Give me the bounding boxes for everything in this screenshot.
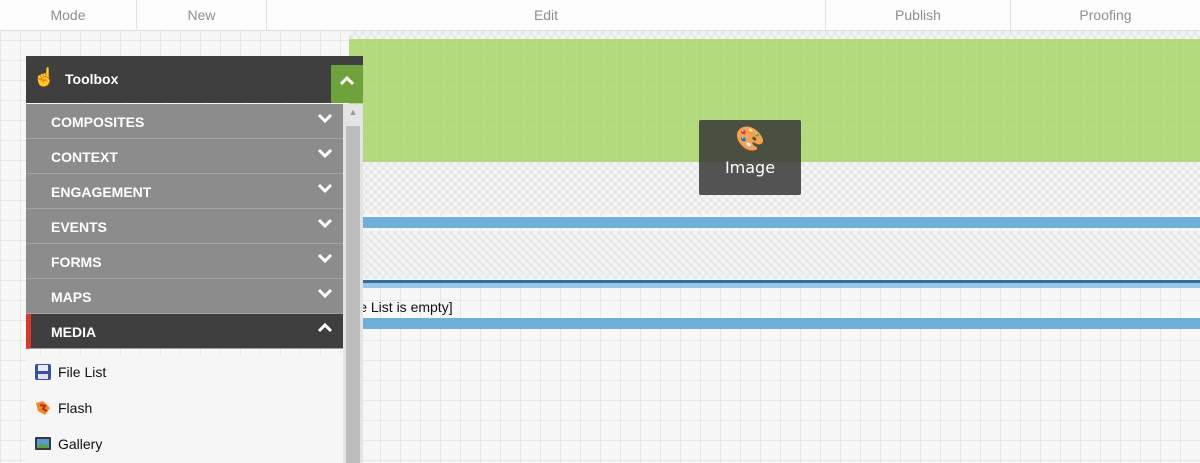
- gallery-icon: [35, 437, 51, 450]
- item-label: Gallery: [58, 436, 103, 452]
- placeholder-bar[interactable]: [363, 318, 1200, 329]
- insertion-line-shadow: [363, 283, 1200, 288]
- tab-new[interactable]: New: [137, 0, 267, 30]
- toolbox-item-gallery[interactable]: Gallery: [26, 427, 343, 463]
- chevron-down-icon: [317, 251, 333, 269]
- drag-tile-label: Image: [724, 158, 776, 177]
- category-label: MEDIA: [51, 324, 97, 340]
- tab-proofing[interactable]: Proofing: [1079, 7, 1132, 23]
- insertion-line: [363, 280, 1200, 283]
- category-maps[interactable]: MAPS: [26, 279, 343, 314]
- category-events[interactable]: EVENTS: [26, 209, 343, 244]
- item-label: File List: [58, 364, 107, 380]
- hand-pointer-icon: ☝: [33, 67, 56, 87]
- category-label: EVENTS: [51, 219, 108, 235]
- category-label: ENGAGEMENT: [51, 184, 152, 200]
- placeholder-area-top: [349, 31, 1200, 39]
- placeholder-area[interactable]: [349, 231, 1200, 279]
- toolbox-scrollbar[interactable]: ▲: [343, 104, 363, 463]
- chevron-up-icon: [339, 75, 355, 86]
- toolbox-panel: ☝ Toolbox COMPOSITES CONTEXT ENGAGEMENT …: [26, 56, 363, 463]
- tab-publish[interactable]: Publish: [826, 0, 1011, 30]
- toolbox-header[interactable]: ☝ Toolbox: [26, 56, 363, 103]
- chevron-down-icon: [317, 181, 333, 199]
- dragged-image-component[interactable]: 🎨 Image: [699, 120, 801, 195]
- chevron-down-icon: [317, 286, 333, 304]
- tab-edit[interactable]: Edit: [267, 0, 826, 30]
- media-items-list: File List Flash Gallery: [26, 355, 343, 463]
- category-label: MAPS: [51, 289, 92, 305]
- chevron-up-icon: [317, 321, 333, 339]
- ribbon-tabs: Mode New Edit Publish Proofing: [0, 0, 1200, 31]
- chevron-down-icon: [317, 111, 333, 129]
- page-canvas: ile List is empty] 🎨 Image: [349, 31, 1200, 463]
- chevron-down-icon: [317, 146, 333, 164]
- category-forms[interactable]: FORMS: [26, 244, 343, 279]
- category-label: COMPOSITES: [51, 114, 145, 130]
- flash-icon: [36, 401, 50, 415]
- tab-mode[interactable]: Mode: [0, 0, 137, 30]
- category-label: CONTEXT: [51, 149, 118, 165]
- category-label: FORMS: [51, 254, 102, 270]
- category-composites[interactable]: COMPOSITES: [26, 104, 343, 139]
- category-list: COMPOSITES CONTEXT ENGAGEMENT EVENTS FOR…: [26, 104, 343, 349]
- toolbox-item-flash[interactable]: Flash: [26, 391, 343, 427]
- file-list-empty-text: ile List is empty]: [353, 299, 453, 315]
- toolbox-title: Toolbox: [65, 71, 119, 87]
- category-context[interactable]: CONTEXT: [26, 139, 343, 174]
- scroll-up-arrow-icon[interactable]: ▲: [348, 107, 358, 117]
- scrollbar-thumb[interactable]: [346, 126, 360, 463]
- toolbox-item-file-list[interactable]: File List: [26, 355, 343, 391]
- floppy-disk-icon: [35, 364, 51, 380]
- collapse-toolbox-button[interactable]: [331, 65, 363, 103]
- palette-icon: 🎨: [735, 126, 765, 153]
- chevron-down-icon: [317, 216, 333, 234]
- category-engagement[interactable]: ENGAGEMENT: [26, 174, 343, 209]
- category-media[interactable]: MEDIA: [26, 314, 343, 349]
- placeholder-bar[interactable]: [363, 217, 1200, 228]
- item-label: Flash: [58, 400, 93, 416]
